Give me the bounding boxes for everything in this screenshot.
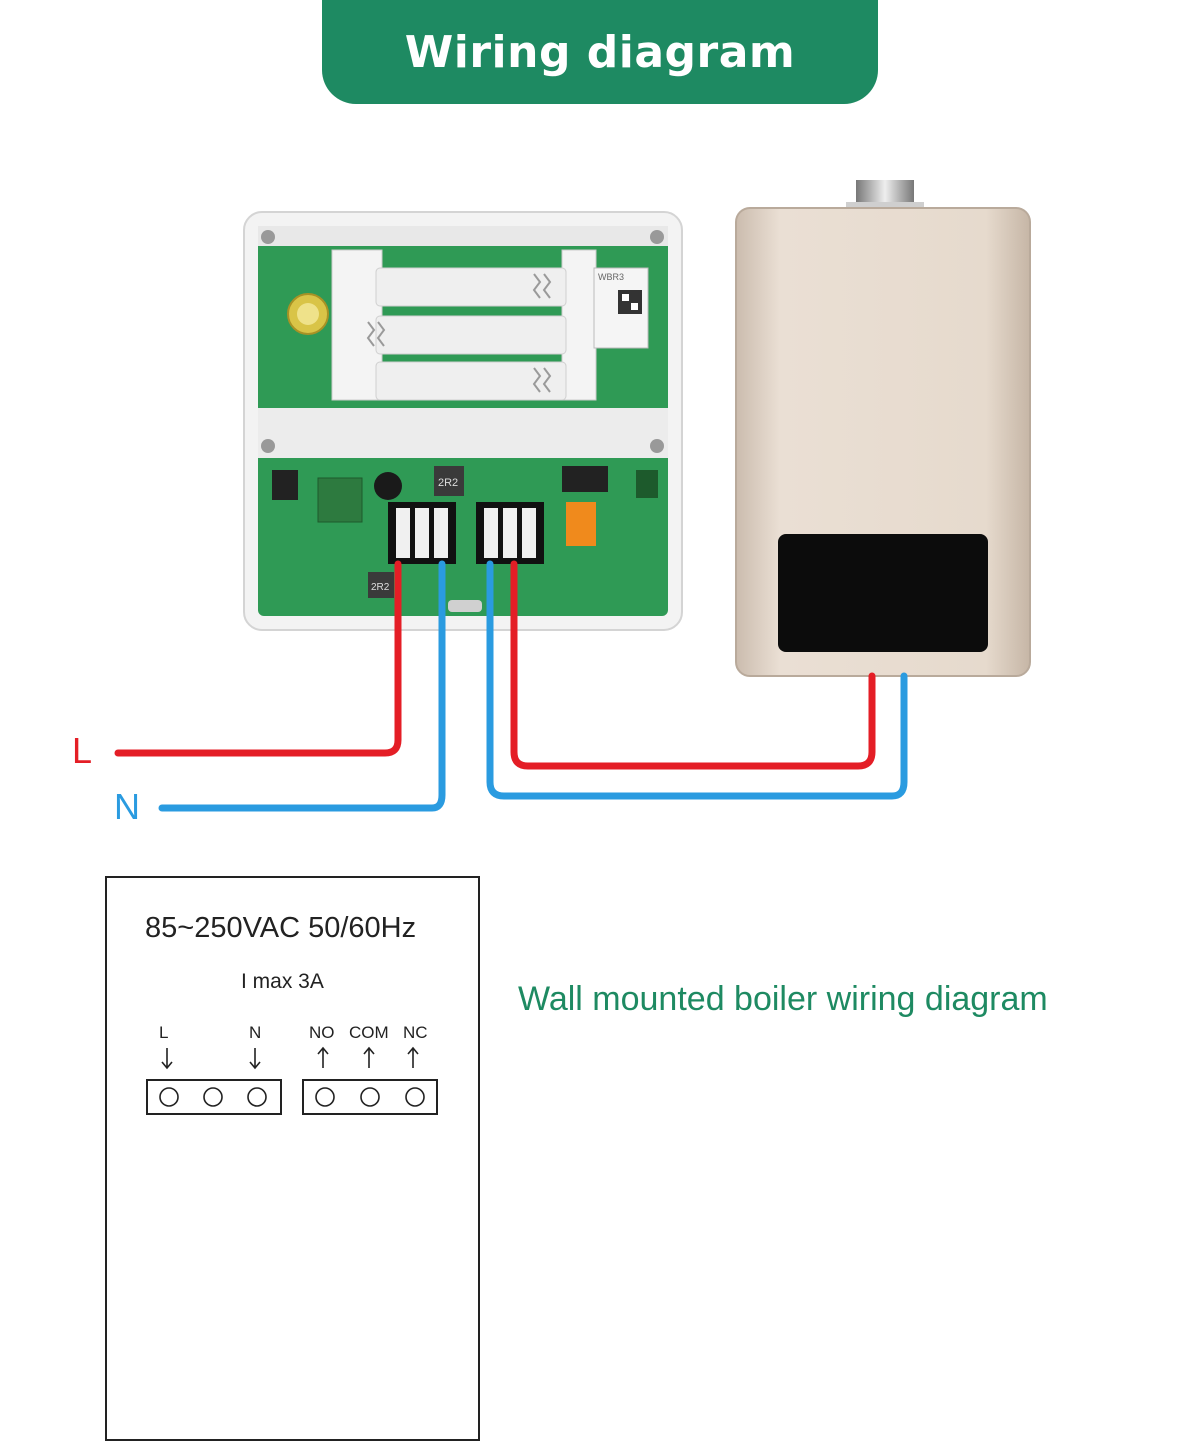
boiler-device	[735, 180, 1031, 677]
screw-icon	[261, 439, 275, 453]
relay-icon	[566, 502, 596, 546]
inductor-label-second: 2R2	[371, 582, 390, 593]
capacitor-icon	[374, 472, 402, 500]
neutral-input-wire	[158, 560, 446, 812]
spec-box: 85~250VAC 50/60Hz I max 3A L N NO COM NC	[105, 876, 480, 1441]
terminal-block-left	[146, 1079, 282, 1115]
terminal-screw-icon	[247, 1087, 267, 1107]
live-input-wire	[114, 560, 402, 757]
screw-icon	[650, 439, 664, 453]
terminal-schematic	[146, 1046, 438, 1115]
terminal-block-right	[302, 1079, 438, 1115]
live-label: L	[72, 730, 93, 771]
arrow-up-icon	[363, 1046, 375, 1068]
terminal-label-no: NO	[309, 1023, 335, 1042]
terminal-screw-icon	[315, 1087, 335, 1107]
terminal-screw-icon	[203, 1087, 223, 1107]
microcontroller-chip	[562, 466, 608, 492]
arrow-down-icon	[161, 1048, 173, 1070]
terminal-label-n: N	[249, 1023, 262, 1042]
live-boiler-wire	[510, 560, 876, 770]
battery-spring-icon	[366, 273, 552, 393]
arrow-up-icon	[317, 1046, 329, 1068]
neutral-boiler-wire	[486, 560, 908, 800]
terminal-label-nc: NC	[403, 1023, 428, 1042]
qr-code-icon	[618, 290, 642, 314]
terminal-label-l: L	[159, 1023, 169, 1042]
wires	[114, 560, 908, 812]
diagram-caption: Wall mounted boiler wiring diagram	[518, 980, 1048, 1018]
spec-current: I max 3A	[241, 970, 324, 993]
terminal-screw-icon	[360, 1087, 380, 1107]
arrow-up-icon	[407, 1046, 419, 1068]
wiring-diagram: WBR3 2R2 2R2	[114, 180, 1031, 812]
neutral-label: N	[114, 786, 140, 827]
inductor-2r2	[434, 466, 464, 496]
boiler-display	[778, 534, 988, 652]
inductor-2r2-second	[368, 572, 394, 598]
terminal-screw-icon	[159, 1087, 179, 1107]
dc-jack	[272, 470, 298, 500]
usb-port	[448, 600, 482, 612]
title-banner: Wiring diagram	[322, 0, 878, 104]
inductor-label: 2R2	[438, 477, 458, 489]
terminal-screw-icon	[405, 1087, 425, 1107]
spec-power: 85~250VAC 50/60Hz	[145, 912, 417, 944]
page-title: Wiring diagram	[404, 26, 796, 78]
screw-icon	[650, 230, 664, 244]
thermostat-device: WBR3 2R2 2R2	[243, 211, 683, 631]
module-label: WBR3	[598, 272, 624, 282]
arrow-down-icon	[249, 1048, 261, 1070]
terminal-label-com: COM	[349, 1023, 389, 1042]
screw-icon	[261, 230, 275, 244]
